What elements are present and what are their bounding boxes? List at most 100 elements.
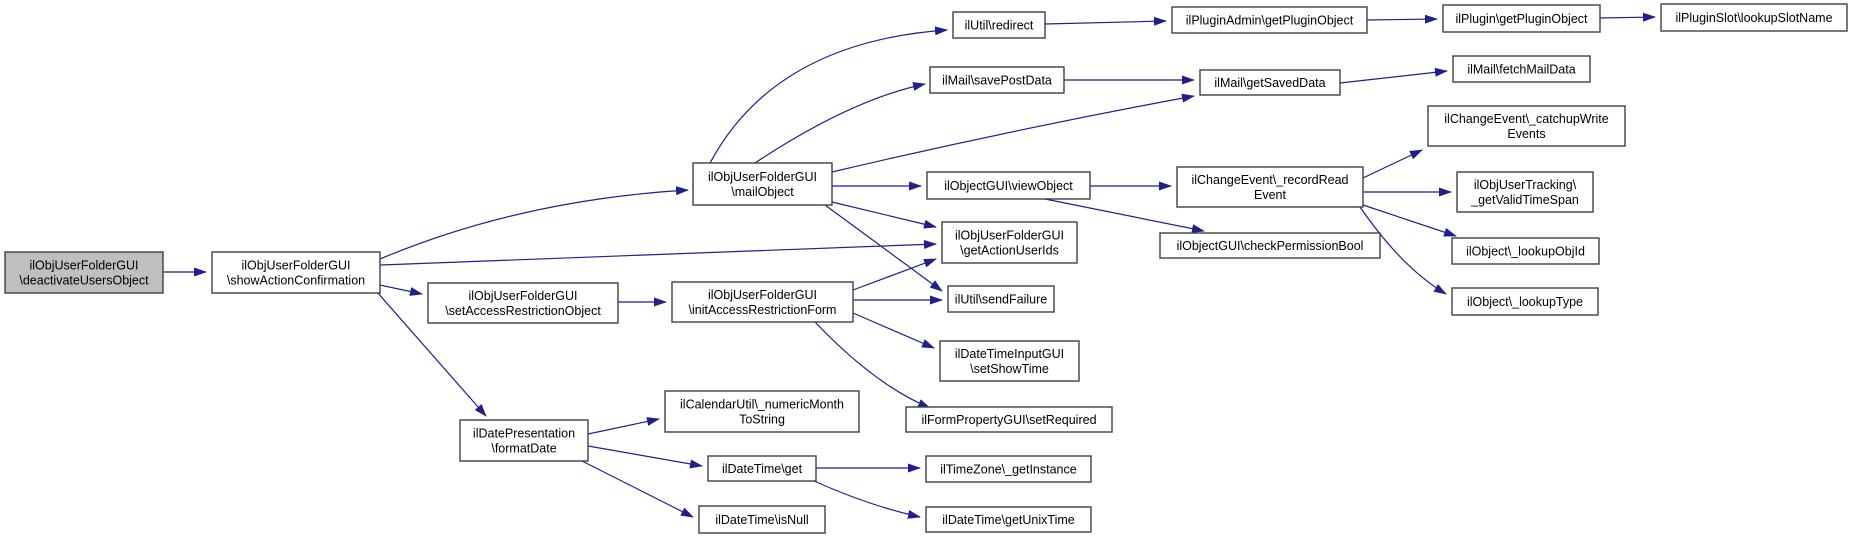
edge-record-read-event-to-lookup-type xyxy=(1359,206,1447,295)
edge-format-date-to-ildatetime-get xyxy=(587,445,703,469)
node-box[interactable] xyxy=(211,251,381,294)
node-box[interactable] xyxy=(952,11,1046,39)
node-label: ilObject\_lookupType xyxy=(1467,295,1583,309)
node-box[interactable] xyxy=(925,506,1092,533)
node-box[interactable] xyxy=(947,285,1055,313)
node-box[interactable] xyxy=(925,455,1092,483)
node-box xyxy=(4,251,164,294)
node-set-required[interactable]: ilFormPropertyGUI\setRequired xyxy=(905,406,1113,433)
node-label: ilObjUserTracking\ xyxy=(1474,178,1577,192)
node-box[interactable] xyxy=(929,66,1065,94)
node-ildatetime-is-null[interactable]: ilDateTime\isNull xyxy=(698,505,826,534)
edge-init-access-restriction-form-to-set-show-time xyxy=(852,312,935,349)
node-label: \showActionConfirmation xyxy=(227,274,365,288)
node-lookup-obj-id[interactable]: ilObject\_lookupObjId xyxy=(1451,237,1600,265)
node-box[interactable] xyxy=(1442,4,1601,33)
node-box[interactable] xyxy=(1159,232,1381,259)
node-ilmail-save-post-data[interactable]: ilMail\savePostData xyxy=(929,66,1065,94)
node-box[interactable] xyxy=(1171,6,1368,34)
edge-show-action-confirmation-to-get-action-user-ids xyxy=(379,239,937,266)
edge-show-action-confirmation-to-format-date xyxy=(376,291,487,417)
node-get-action-user-ids[interactable]: ilObjUserFolderGUI\getActionUserIds xyxy=(941,221,1078,264)
edge-ildatetime-get-to-ildatetime-get-unix-time xyxy=(813,480,921,519)
node-check-permission-bool[interactable]: ilObjectGUI\checkPermissionBool xyxy=(1159,232,1381,259)
node-fetch-mail-data[interactable]: ilMail\fetchMailData xyxy=(1452,55,1591,83)
node-box[interactable] xyxy=(1451,287,1599,316)
node-box[interactable] xyxy=(926,171,1091,200)
node-box[interactable] xyxy=(427,282,619,324)
node-label: \initAccessRestrictionForm xyxy=(689,303,837,317)
node-box[interactable] xyxy=(939,340,1080,382)
node-label: ilMail\getSavedData xyxy=(1214,76,1325,90)
node-init-access-restriction-form[interactable]: ilObjUserFolderGUI\initAccessRestriction… xyxy=(671,281,854,323)
node-box[interactable] xyxy=(671,281,854,323)
node-ilutil-send-failure[interactable]: ilUtil\sendFailure xyxy=(947,285,1055,313)
node-get-valid-time-span[interactable]: ilObjUserTracking\_getValidTimeSpan xyxy=(1456,171,1594,213)
nodes-layer: ilObjUserFolderGUI\deactivateUsersObject… xyxy=(4,3,1848,534)
node-box[interactable] xyxy=(698,505,826,534)
edge-ilobjectgui-view-object-to-check-permission-bool xyxy=(1044,198,1205,234)
node-box[interactable] xyxy=(1199,69,1341,96)
node-box[interactable] xyxy=(1660,3,1848,32)
node-set-show-time[interactable]: ilDateTimeInputGUI\setShowTime xyxy=(939,340,1080,382)
node-lookup-slot-name[interactable]: ilPluginSlot\lookupSlotName xyxy=(1660,3,1848,32)
node-set-access-restriction-object[interactable]: ilObjUserFolderGUI\setAccessRestrictionO… xyxy=(427,282,619,324)
node-ilutil-redirect[interactable]: ilUtil\redirect xyxy=(952,11,1046,39)
node-label: ilObjUserFolderGUI xyxy=(468,289,577,303)
node-label: ilChangeEvent\_recordRead xyxy=(1191,173,1348,187)
node-box[interactable] xyxy=(1176,166,1364,208)
node-show-action-confirmation[interactable]: ilObjUserFolderGUI\showActionConfirmatio… xyxy=(211,251,381,294)
node-lookup-type[interactable]: ilObject\_lookupType xyxy=(1451,287,1599,316)
node-label: \mailObject xyxy=(731,185,794,199)
node-label: ilObjUserFolderGUI xyxy=(29,259,138,273)
edge-mail-object-to-ilutil-redirect xyxy=(709,26,948,164)
edge-record-read-event-to-lookup-obj-id xyxy=(1362,204,1457,237)
node-label: _getValidTimeSpan xyxy=(1470,193,1579,207)
node-box[interactable] xyxy=(1427,105,1626,147)
node-box[interactable] xyxy=(1452,55,1591,83)
edge-show-action-confirmation-to-mail-object xyxy=(379,186,689,260)
node-mail-object[interactable]: ilObjUserFolderGUI\mailObject xyxy=(692,162,833,206)
node-label: ilMail\savePostData xyxy=(942,74,1052,88)
edge-ilmail-get-saved-data-to-fetch-mail-data xyxy=(1339,67,1448,84)
node-box[interactable] xyxy=(707,455,817,482)
node-plugin-get-plugin-object[interactable]: ilPlugin\getPluginObject xyxy=(1442,4,1601,33)
node-ildatetime-get[interactable]: ilDateTime\get xyxy=(707,455,817,482)
edge-format-date-to-ildatetime-is-null xyxy=(581,460,694,518)
node-label: ilObjectGUI\viewObject xyxy=(944,179,1073,193)
node-label: Event xyxy=(1254,188,1286,202)
edge-format-date-to-numeric-month-to-string xyxy=(587,417,660,435)
node-deactivate-users-object: ilObjUserFolderGUI\deactivateUsersObject xyxy=(4,251,164,294)
node-label: ilObjectGUI\checkPermissionBool xyxy=(1177,239,1364,253)
node-ilobjectgui-view-object[interactable]: ilObjectGUI\viewObject xyxy=(926,171,1091,200)
node-box[interactable] xyxy=(905,406,1113,433)
node-ilmail-get-saved-data[interactable]: ilMail\getSavedData xyxy=(1199,69,1341,96)
node-box[interactable] xyxy=(1456,171,1594,213)
node-label: ilDateTime\get xyxy=(722,462,803,476)
node-label: ilDateTime\getUnixTime xyxy=(942,513,1074,527)
node-box[interactable] xyxy=(1451,237,1600,265)
node-label: ToString xyxy=(739,413,785,427)
node-format-date[interactable]: ilDatePresentation\formatDate xyxy=(459,419,589,462)
node-box[interactable] xyxy=(692,162,833,206)
edge-show-action-confirmation-to-set-access-restriction-object xyxy=(379,284,423,296)
edge-record-read-event-to-catchup-write-events xyxy=(1362,149,1423,179)
node-box[interactable] xyxy=(664,390,860,433)
node-label: \deactivateUsersObject xyxy=(19,274,149,288)
node-label: ilObjUserFolderGUI xyxy=(955,229,1064,243)
node-label: ilFormPropertyGUI\setRequired xyxy=(921,413,1096,427)
node-label: ilObjUserFolderGUI xyxy=(708,170,817,184)
node-iltimezone-get-instance[interactable]: ilTimeZone\_getInstance xyxy=(925,455,1092,483)
node-plugin-admin-get-plugin-object[interactable]: ilPluginAdmin\getPluginObject xyxy=(1171,6,1368,34)
node-ildatetime-get-unix-time[interactable]: ilDateTime\getUnixTime xyxy=(925,506,1092,533)
node-label: \setShowTime xyxy=(970,362,1049,376)
node-box[interactable] xyxy=(941,221,1078,264)
node-label: ilUtil\redirect xyxy=(965,19,1034,33)
node-box[interactable] xyxy=(459,419,589,462)
node-label: ilDatePresentation xyxy=(473,427,575,441)
edge-ilutil-redirect-to-plugin-admin-get-plugin-object xyxy=(1044,16,1167,26)
